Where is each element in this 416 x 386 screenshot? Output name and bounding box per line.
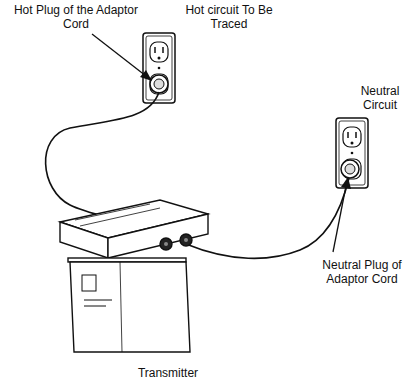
caption-label: Hot circuit To Be Traced [182, 3, 276, 31]
neutral-adaptor-cord [186, 178, 349, 258]
leader-arrows [92, 34, 351, 252]
caption-label: Neutral Plug of Adaptor Cord [311, 258, 413, 286]
caption-label: Hot Plug of the Adaptor Cord [10, 3, 142, 31]
caption-label: Neutral Circuit [348, 84, 412, 112]
neutral-wall-outlet [336, 118, 368, 188]
caption-label: Transmitter [112, 366, 224, 380]
transmitter-unit [60, 200, 208, 352]
